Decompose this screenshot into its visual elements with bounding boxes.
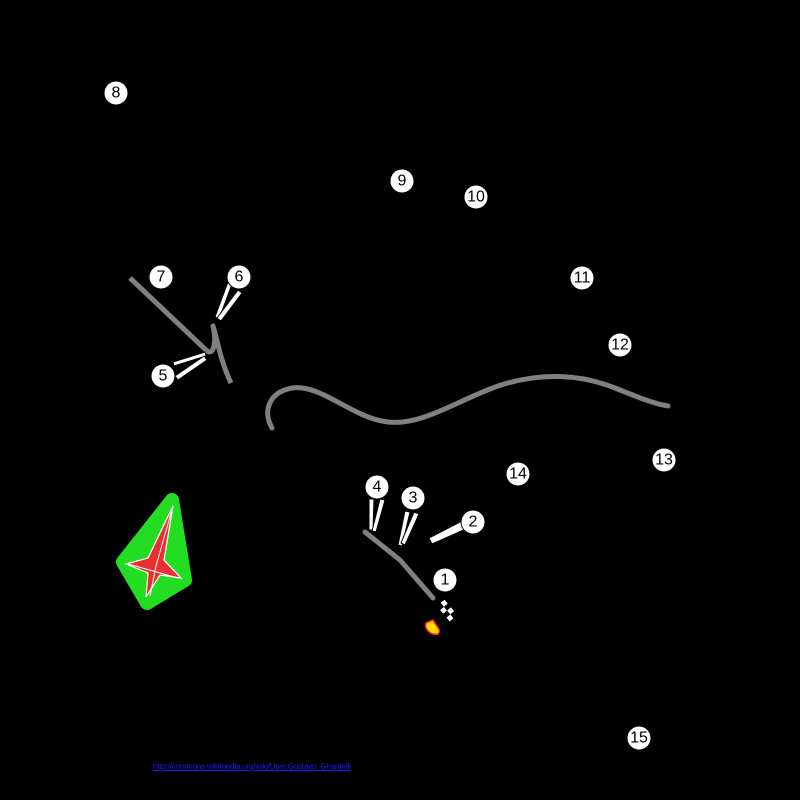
start-finish-flag-icon — [424, 599, 458, 636]
svg-text:3: 3 — [409, 490, 418, 507]
track-segment-turn-5-7 — [128, 276, 234, 385]
svg-text:6: 6 — [235, 269, 244, 286]
corner-marker-5: 5 — [150, 363, 176, 389]
corner-marker-6: 6 — [226, 264, 252, 290]
svg-text:14: 14 — [509, 466, 527, 483]
author-credit-link[interactable]: http://commons.wikimedia.org/wiki/User:G… — [153, 762, 351, 771]
svg-text:11: 11 — [574, 270, 591, 287]
corner-pointer-5a — [172, 351, 207, 367]
corner-marker-14: 14 — [505, 461, 531, 487]
compass-rose-icon — [116, 493, 192, 610]
svg-text:5: 5 — [159, 368, 168, 385]
svg-text:9: 9 — [398, 173, 407, 190]
corner-pointer-3b — [400, 511, 420, 546]
svg-text:8: 8 — [112, 85, 121, 102]
svg-text:1: 1 — [441, 572, 450, 589]
svg-text:15: 15 — [630, 730, 648, 747]
corner-marker-9: 9 — [389, 168, 415, 194]
svg-text:13: 13 — [655, 452, 673, 469]
svg-text:2: 2 — [469, 514, 478, 531]
corner-marker-2: 2 — [460, 509, 486, 535]
track-segments — [128, 276, 671, 601]
corner-pointer-6b — [216, 289, 243, 322]
svg-text:12: 12 — [611, 337, 629, 354]
svg-text:7: 7 — [157, 269, 166, 286]
corner-marker-3: 3 — [400, 485, 426, 511]
corner-marker-15: 15 — [626, 725, 652, 751]
corner-pointer-5b — [174, 355, 208, 381]
corner-marker-7: 7 — [148, 264, 174, 290]
corner-pointer-3a — [397, 510, 411, 547]
corner-marker-13: 13 — [651, 447, 677, 473]
corner-marker-12: 12 — [607, 332, 633, 358]
corner-marker-1: 1 — [432, 567, 458, 593]
corner-pointers — [172, 281, 467, 547]
track-segment-turn-1-4 — [362, 529, 436, 601]
corner-pointer-4b — [371, 498, 386, 533]
corner-marker-10: 10 — [463, 184, 489, 210]
svg-text:10: 10 — [467, 189, 485, 206]
corner-marker-8: 8 — [103, 80, 129, 106]
corner-marker-11: 11 — [569, 265, 595, 291]
corner-markers: 1 2 3 4 5 6 7 8 9 10 11 12 13 14 15 — [103, 80, 677, 751]
svg-text:4: 4 — [373, 479, 382, 496]
corner-marker-4: 4 — [364, 474, 390, 500]
track-segment-back-straight — [265, 374, 671, 431]
